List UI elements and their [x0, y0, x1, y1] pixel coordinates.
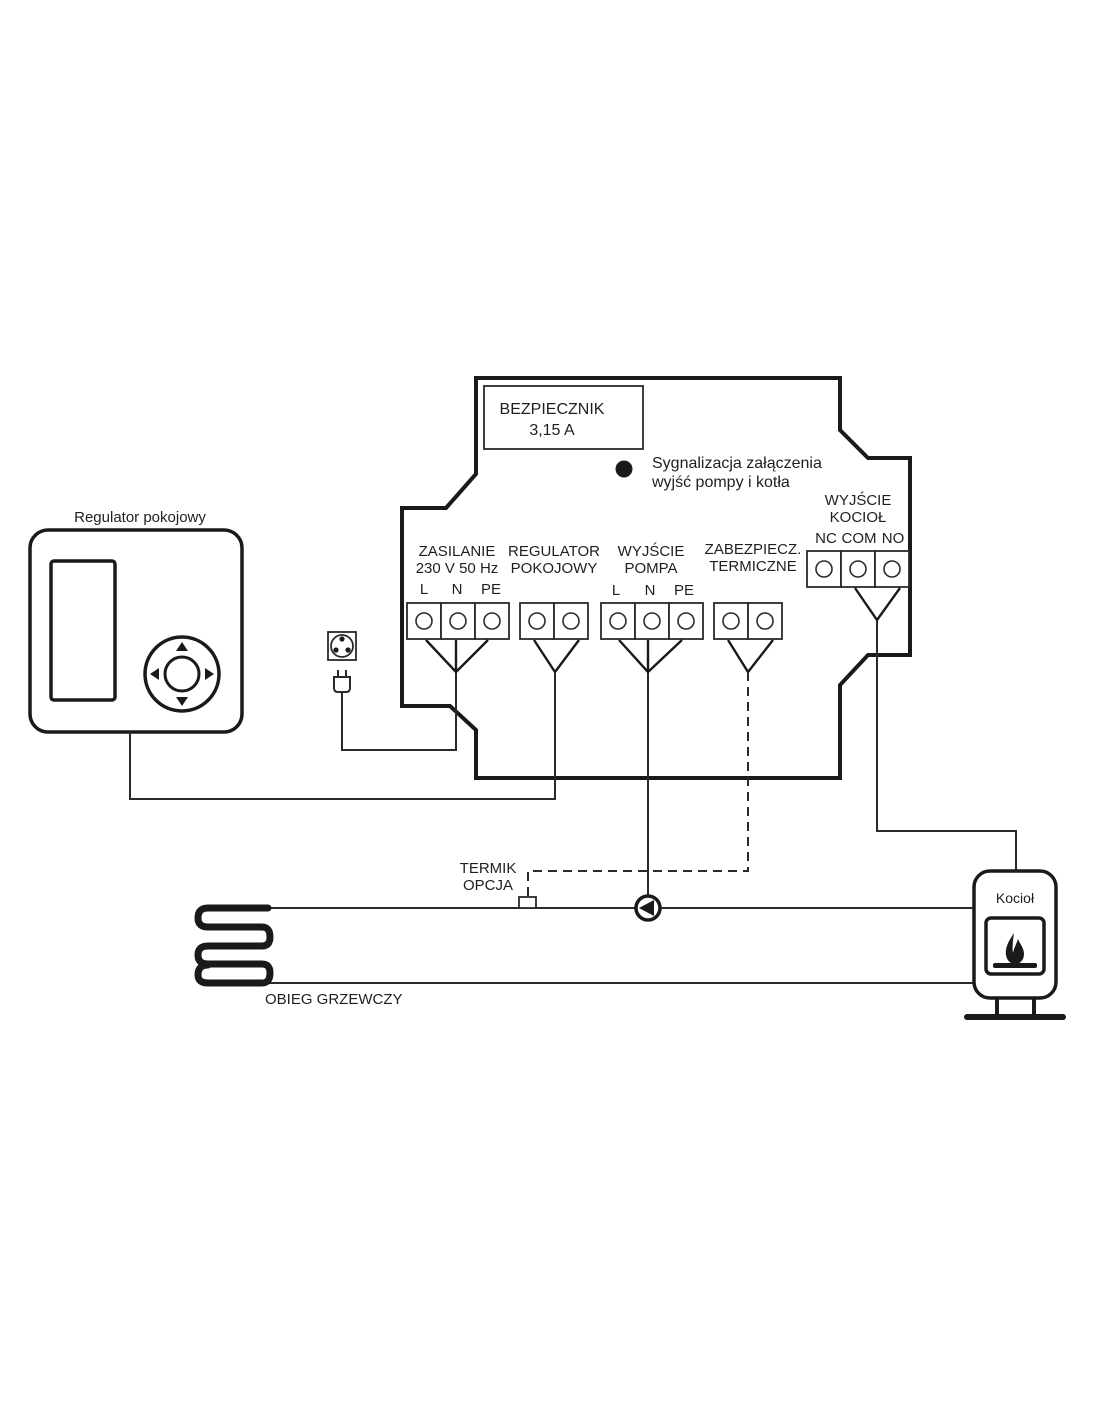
terminal-screw-icon — [562, 612, 580, 630]
power-pin-l: L — [420, 581, 428, 598]
terminal-screw-icon — [483, 612, 501, 630]
thermostat-display — [49, 559, 117, 702]
power-label-line1: ZASILANIE — [419, 543, 496, 560]
wire-room-regulator — [129, 672, 556, 800]
fuse-box: BEZPIECZNIK 3,15 A — [483, 385, 644, 450]
terminal-screw-icon — [449, 612, 467, 630]
power-pin-n: N — [452, 581, 463, 598]
power-label-line2: 230 V 50 Hz — [416, 560, 499, 577]
indicator-label-line1: Sygnalizacja załączenia — [652, 455, 822, 472]
room-thermostat: Regulator pokojowy — [28, 509, 244, 734]
pump-pin-l: L — [612, 582, 620, 599]
terminal-screw-icon — [722, 612, 740, 630]
terminal-screw-icon — [609, 612, 627, 630]
thermostat-sensor-label-line2: OPCJA — [463, 877, 513, 894]
terminal-screw-icon — [883, 560, 901, 578]
terminal-pump-output: WYJŚCIE POMPA L N PE — [600, 542, 704, 674]
power-pin-pe: PE — [481, 581, 501, 598]
thermostat-sensor-label-line1: TERMIK — [460, 860, 517, 877]
terminal-screw-icon — [677, 612, 695, 630]
boiler-icon: Kocioł — [964, 869, 1066, 1020]
thermostat-sensor-icon — [518, 896, 537, 909]
pump-pin-n: N — [645, 582, 656, 599]
heating-coil-icon — [194, 904, 274, 987]
terminal-screw-icon — [849, 560, 867, 578]
boiler-pin-nc: NC — [815, 530, 837, 547]
indicator-led-icon — [615, 460, 633, 478]
thermal-label-line1: ZABEZPIECZ. — [705, 541, 802, 558]
terminal-screw-icon — [415, 612, 433, 630]
boiler-pin-com: COM — [842, 530, 877, 547]
pump-pin-pe: PE — [674, 582, 694, 599]
wire-boiler — [876, 620, 1017, 870]
terminal-power: ZASILANIE 230 V 50 Hz L N PE — [406, 543, 510, 674]
terminal-screw-icon — [756, 612, 774, 630]
boiler-pin-no: NO — [882, 530, 905, 547]
terminal-room-regulator: REGULATOR POKOJOWY — [508, 543, 600, 675]
boiler-output-label-line2: KOCIOŁ — [830, 509, 887, 526]
room-regulator-label-line1: REGULATOR — [508, 543, 600, 560]
fuse-rating: 3,15 A — [529, 422, 575, 439]
terminal-screw-icon — [528, 612, 546, 630]
pump-label-line1: WYJŚCIE — [618, 542, 685, 560]
thermal-label-line2: TERMICZNE — [709, 558, 797, 575]
fuse-title: BEZPIECZNIK — [500, 401, 605, 418]
terminal-screw-icon — [643, 612, 661, 630]
indicator-label-line2: wyjść pompy i kotła — [651, 474, 790, 491]
terminal-thermal-protection: ZABEZPIECZ. TERMICZNE — [705, 541, 802, 675]
power-socket-icon — [327, 631, 357, 661]
wire-thermal-sensor — [527, 672, 749, 897]
wire-power-supply — [341, 672, 457, 751]
pump-icon — [634, 894, 662, 922]
flame-icon — [1005, 933, 1024, 964]
boiler-label: Kocioł — [996, 890, 1035, 906]
terminal-boiler-output: WYJŚCIE KOCIOŁ NC COM NO — [806, 491, 910, 623]
heating-circuit-label: OBIEG GRZEWCZY — [265, 991, 403, 1008]
room-thermostat-label: Regulator pokojowy — [74, 509, 206, 526]
terminal-screw-icon — [815, 560, 833, 578]
controller-enclosure — [400, 376, 912, 780]
power-plug-icon — [333, 670, 351, 693]
pump-label-line2: POMPA — [624, 560, 677, 577]
room-regulator-label-line2: POKOJOWY — [511, 560, 598, 577]
thermostat-navigation-pad-icon — [143, 635, 221, 713]
boiler-output-label-line1: WYJŚCIE — [825, 491, 892, 509]
